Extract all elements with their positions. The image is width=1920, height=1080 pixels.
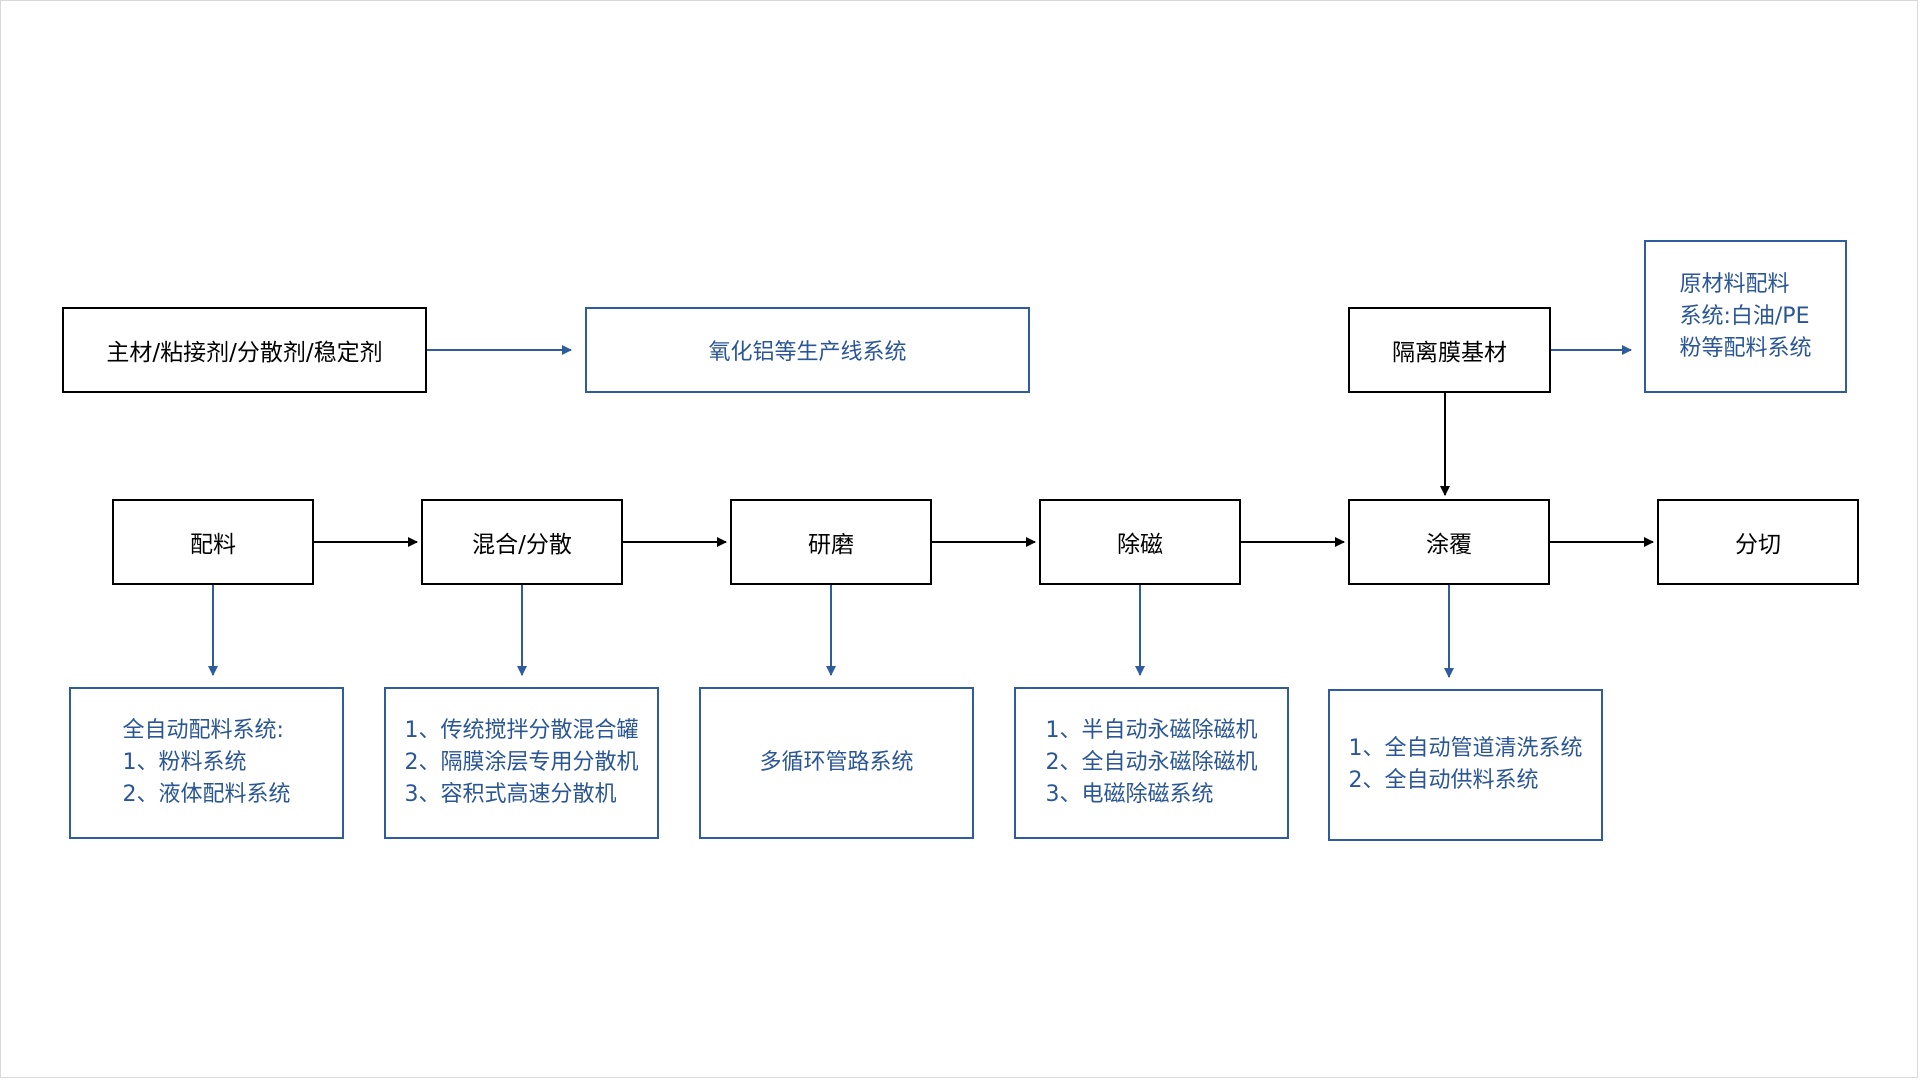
raw-material-line: 原材料配料 <box>1679 271 1790 297</box>
mixing-detail-text: 1、传统搅拌分散混合罐 2、隔膜涂层专用分散机 3、容积式高速分散机 <box>405 715 639 811</box>
batching-detail-text: 全自动配料系统: 1、粉料系统 2、液体配料系统 <box>123 715 291 811</box>
grinding-detail-box: 多循环管路系统 <box>699 687 974 839</box>
detail-line: 2、全自动供料系统 <box>1348 768 1539 793</box>
coating-detail-box: 1、全自动管道清洗系统 2、全自动供料系统 <box>1328 689 1603 841</box>
separator-substrate-label: 隔离膜基材 <box>1392 340 1507 366</box>
detail-line: 1、传统搅拌分散混合罐 <box>404 718 639 743</box>
batching-detail-box: 全自动配料系统: 1、粉料系统 2、液体配料系统 <box>69 687 344 839</box>
step-demagnetizing: 除磁 <box>1039 499 1241 585</box>
detail-line: 3、电磁除磁系统 <box>1045 782 1214 807</box>
step-grinding: 研磨 <box>730 499 932 585</box>
step-batching: 配料 <box>112 499 314 585</box>
alumina-system-label: 氧化铝等生产线系统 <box>708 340 907 365</box>
detail-line: 2、隔膜涂层专用分散机 <box>404 750 639 775</box>
step-label: 涂覆 <box>1426 532 1472 558</box>
detail-line: 1、半自动永磁除磁机 <box>1045 718 1258 743</box>
step-label: 分切 <box>1735 532 1781 558</box>
step-slitting: 分切 <box>1657 499 1859 585</box>
raw-material-line: 系统:白油/PE <box>1679 303 1810 329</box>
step-coating: 涂覆 <box>1348 499 1550 585</box>
raw-material-line: 粉等配料系统 <box>1679 335 1812 361</box>
main-materials-box: 主材/粘接剂/分散剂/稳定剂 <box>62 307 427 393</box>
demagnetizing-detail-box: 1、半自动永磁除磁机 2、全自动永磁除磁机 3、电磁除磁系统 <box>1014 687 1289 839</box>
detail-line: 1、粉料系统 <box>122 750 247 775</box>
raw-material-system-text: 原材料配料 系统:白油/PE 粉等配料系统 <box>1679 269 1811 365</box>
step-label: 配料 <box>190 532 236 558</box>
step-mixing: 混合/分散 <box>421 499 623 585</box>
separator-substrate-box: 隔离膜基材 <box>1348 307 1551 393</box>
detail-line: 1、全自动管道清洗系统 <box>1348 736 1583 761</box>
grinding-detail-text: 多循环管路系统 <box>759 747 913 779</box>
step-label: 混合/分散 <box>472 532 572 558</box>
alumina-system-box: 氧化铝等生产线系统 <box>585 307 1030 393</box>
detail-line: 2、全自动永磁除磁机 <box>1045 750 1258 775</box>
step-label: 除磁 <box>1117 532 1163 558</box>
demagnetizing-detail-text: 1、半自动永磁除磁机 2、全自动永磁除磁机 3、电磁除磁系统 <box>1046 715 1258 811</box>
coating-detail-text: 1、全自动管道清洗系统 2、全自动供料系统 <box>1349 733 1583 797</box>
detail-line: 3、容积式高速分散机 <box>404 782 617 807</box>
step-label: 研磨 <box>808 532 854 558</box>
detail-line: 2、液体配料系统 <box>122 782 291 807</box>
raw-material-system-box: 原材料配料 系统:白油/PE 粉等配料系统 <box>1644 240 1847 393</box>
detail-line: 全自动配料系统: <box>122 718 284 743</box>
mixing-detail-box: 1、传统搅拌分散混合罐 2、隔膜涂层专用分散机 3、容积式高速分散机 <box>384 687 659 839</box>
main-materials-label: 主材/粘接剂/分散剂/稳定剂 <box>106 340 383 366</box>
detail-line: 多循环管路系统 <box>759 750 914 775</box>
